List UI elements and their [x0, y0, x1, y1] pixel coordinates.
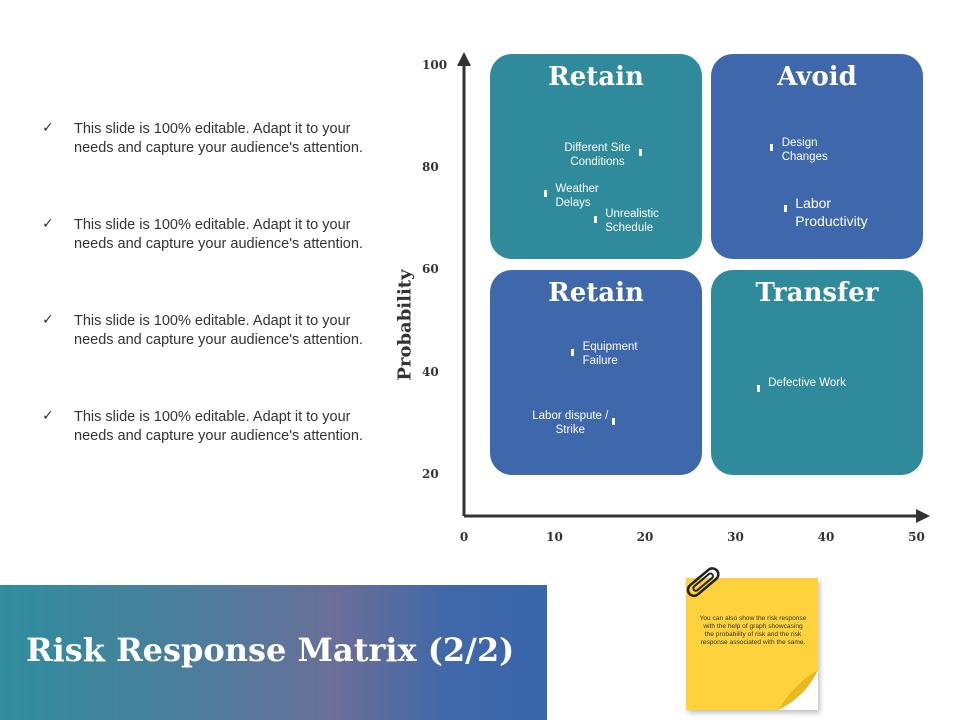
check-icon: ✓	[42, 120, 54, 136]
x-tick-label: 20	[636, 530, 654, 544]
data-point	[770, 144, 774, 152]
check-icon: ✓	[42, 312, 54, 328]
y-tick-label: 40	[422, 364, 439, 379]
data-point-label: Labor dispute / Strike	[532, 410, 609, 437]
x-tick-label: 50	[908, 530, 925, 544]
sticky-note-text: You can also show the risk response with…	[699, 615, 807, 646]
data-point	[571, 348, 575, 356]
paperclip-icon	[686, 567, 720, 598]
quadrant-title: Retain	[548, 278, 644, 308]
quadrant-top-right: Avoid	[711, 54, 923, 259]
data-point-label: Equipment Failure	[582, 341, 638, 368]
title-banner: Risk Response Matrix (2/2)	[0, 585, 547, 720]
y-axis-label: Probability	[394, 269, 416, 381]
sticky-note-curl	[778, 670, 818, 710]
data-point-label: Design Changes	[781, 136, 828, 163]
bullet-text: This slide is 100% editable. Adapt it to…	[74, 217, 363, 252]
check-icon: ✓	[42, 216, 54, 232]
data-point-label: Unrealistic Schedule	[605, 208, 659, 235]
y-axis-arrow	[457, 52, 471, 66]
data-point-label: Weather Delays	[555, 182, 599, 209]
y-tick-label: 60	[422, 262, 439, 277]
quadrant-title: Retain	[548, 62, 644, 92]
data-point	[638, 149, 642, 157]
quadrant-bottom-left: Retain	[490, 270, 702, 475]
data-point	[756, 384, 760, 392]
data-point-label: Defective Work	[768, 377, 846, 390]
bullet-text: This slide is 100% editable. Adapt it to…	[74, 409, 363, 444]
bullet-text: This slide is 100% editable. Adapt it to…	[74, 121, 363, 156]
y-tick-label: 20	[422, 467, 439, 482]
x-tick-label: 10	[546, 530, 563, 544]
x-tick-label: 30	[727, 530, 744, 544]
quadrant-top-left: Retain	[490, 54, 702, 259]
quadrant-bottom-right: Transfer	[711, 270, 923, 475]
x-tick-label: 40	[817, 530, 835, 544]
data-point	[611, 417, 615, 425]
quadrant-title: Avoid	[777, 62, 857, 92]
y-tick-label: 100	[422, 57, 448, 72]
data-point	[593, 215, 597, 223]
y-tick-label: 80	[422, 160, 439, 174]
data-point	[783, 205, 787, 213]
chart-axes	[457, 52, 930, 523]
slide-title: Risk Response Matrix (2/2)	[26, 631, 515, 669]
check-icon: ✓	[42, 408, 54, 424]
x-tick-label: 0	[459, 530, 469, 544]
data-point-label: Labor Productivity	[795, 194, 868, 229]
quadrant-title: Transfer	[755, 278, 879, 308]
x-axis-arrow	[916, 509, 930, 523]
risk-matrix-chart: Retain Avoid Retain Transfer Probability…	[394, 52, 930, 544]
bullet-text: This slide is 100% editable. Adapt it to…	[74, 313, 363, 348]
sticky-note: You can also show the risk response with…	[686, 578, 818, 710]
data-point	[543, 190, 547, 198]
data-point-label: Different Site Conditions	[564, 141, 631, 168]
